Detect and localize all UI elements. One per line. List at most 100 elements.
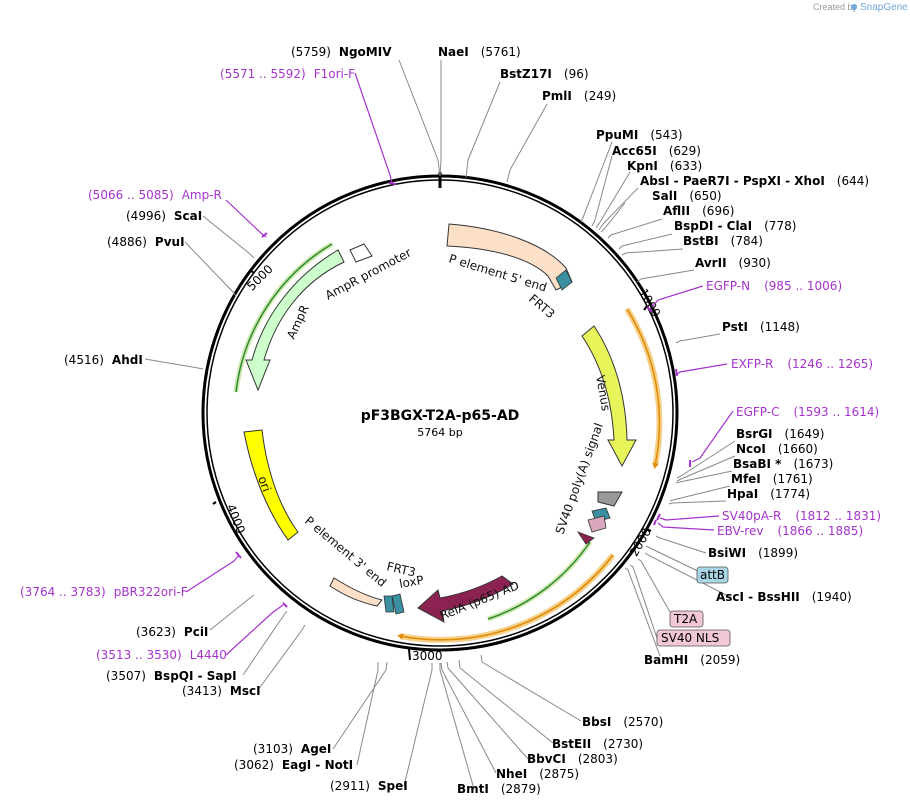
pos-acc65i: (629) [669,144,701,158]
primer-ebv-rev: EBV-rev(1866 .. 1885) [717,524,863,538]
leader-attb [645,545,705,575]
plasmid-size: 5764 bp [417,426,462,439]
feature-ampr [245,249,345,392]
label-frt3-a: FRT3 [526,292,557,322]
pos-bbvci: (2803) [578,752,618,766]
feature-venus [581,325,637,468]
leader-bspdi [618,233,673,250]
orf-arc-venus-line [626,308,661,469]
pos-bspqi: (3507) [106,669,146,683]
leader-avrii [636,269,695,283]
tick-1000 [643,305,648,311]
primer-exfp-r: EXFP-R(1246 .. 1265) [731,357,873,371]
leader-absi [598,187,639,231]
enzyme-acc65i: Acc65I(629) [612,144,701,158]
primer-amp-r: (5066 .. 5085)Amp-R [88,188,222,202]
pos-kpni: (633) [670,159,702,173]
watermark-brand: SnapGene [860,2,908,13]
leader-bbvci [446,661,529,760]
pos-bbsi: (2570) [623,715,663,729]
feature-t2a-block [587,515,607,533]
feature-ampr-promoter [349,243,373,263]
name-avrii: AvrII [695,256,727,270]
name-pmli: PmlI [542,89,572,103]
leader-hpai [668,500,727,505]
enzyme-bstz17i: BstZ17I(96) [500,67,589,81]
box-label-attb: attB [700,568,725,582]
leader-t2a [637,558,675,620]
leader-pbr322ori-f [185,554,240,593]
enzyme-mfei: MfeI(1761) [731,472,813,486]
pos-pcii: (3623) [136,625,176,639]
enzyme-eagi: (3062)EagI - NotI [234,758,353,772]
features [243,223,637,623]
orf-arc-green-rela-line [487,541,591,620]
feature-ori [243,429,299,541]
name-absi: AbsI - PaeR7I - PspXI - XhoI [640,174,825,188]
box-t2a [669,610,704,628]
primer-sv40pa-r: SV40pA-R (1812 .. 1831) [722,509,881,523]
tick-label-5000: 5000 [244,262,275,293]
enzyme-bsteii: BstEII(2730) [552,737,643,751]
leader-bsabi [675,470,733,484]
primer-mark-pbr322ori-f [235,551,242,559]
enzyme-naei: NaeI(5761) [438,45,521,59]
range-exfp-r: (1246 .. 1265) [787,357,873,371]
label-frt3-b: FRT3 [385,559,417,579]
range-f1ori-f: (5571 .. 5592) [220,67,306,81]
enzyme-hpai: HpaI(1774) [727,487,810,501]
label-p-element-3: P element 3' end [302,514,389,590]
leader-bsrgi [676,440,736,479]
tick-3000 [408,648,411,661]
name-ngomiv: NgoMIV [339,45,392,59]
enzyme-nhei: NheI(2875) [496,767,579,781]
pos-sali: (650) [689,189,721,203]
range-egfp-n: (985 .. 1006) [764,279,842,293]
orf-arc-green-ampr-line [235,243,333,393]
enzyme-bbvci: BbvCI(2803) [527,752,618,766]
plasmid-name: pF3BGX-T2A-p65-AD [361,408,520,424]
enzyme-leader-lines [144,59,736,790]
feature-p-element-3 [329,577,383,607]
primer-mark-sv40pa-r [656,513,661,521]
name-sv40pa-r: SV40pA-R [722,509,781,523]
pos-pvui: (4886) [107,235,147,249]
enzyme-ncoi: NcoI(1660) [736,442,818,456]
leader-bmti [439,663,475,790]
primer-egfp-c: EGFP-C(1593 .. 1614) [736,405,879,419]
label-ori: ori [255,474,273,493]
orf-arcs [233,241,663,643]
name-naei: NaeI [438,45,469,59]
leader-aflii [607,218,663,239]
pos-bspdi: (778) [764,219,796,233]
range-sv40pa-r: (1812 .. 1831) [795,509,881,523]
pos-bstz17i: (96) [564,67,589,81]
tick-4000 [212,501,217,505]
feature-frt3-b [383,595,395,613]
watermark: Created by SnapGene [813,2,908,13]
name-pbr322ori-f: pBR322ori-F [114,585,188,599]
name-bamhi: BamHI [644,653,688,667]
name-bsabi: BsaBI * [733,457,782,471]
pos-bsrgi: (1649) [785,427,825,441]
enzyme-kpni: KpnI (633) [627,159,702,173]
leader-bsteii [458,659,554,744]
box-label-sv40-nls: SV40 NLS [661,631,719,645]
feature-frt3-a [555,269,573,291]
leader-amp-r [225,199,267,238]
primer-labels: (5571 .. 5592) F1ori-F (5066 .. 5085)Amp-… [20,67,881,662]
leader-naei [439,60,442,177]
pos-bsteii: (2730) [603,737,643,751]
enzyme-psti: PstI(1148) [722,320,800,334]
enzyme-bmti: BmtI(2879) [457,782,541,796]
pos-nhei: (2875) [539,767,579,781]
primer-mark-f1ori-f [388,182,397,185]
leader-spei [403,663,433,787]
name-f1ori-f: F1ori-F [314,67,355,81]
enzyme-bbsi: BbsI(2570) [582,715,663,729]
name-bstbi: BstBI [683,234,719,248]
pos-absi: (644) [837,174,869,188]
name-kpni: KpnI [627,159,658,173]
enzyme-pvui: (4886)PvuI [107,235,185,249]
primer-pbr322ori-f: (3764 .. 3783)pBR322ori-F [20,585,188,599]
